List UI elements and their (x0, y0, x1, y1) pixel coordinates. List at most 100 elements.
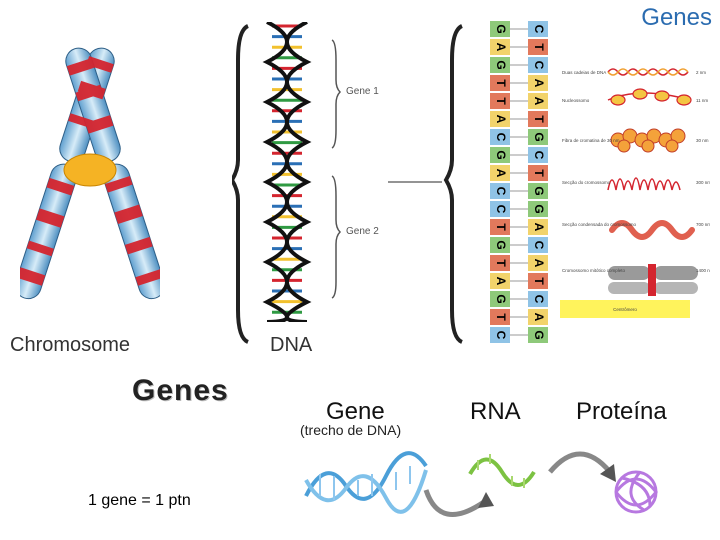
left-nucleotide (490, 327, 510, 343)
translation-arrow-icon (600, 464, 616, 482)
right-nucleotide-letter: T (532, 277, 546, 285)
dna-compaction-illustration: Duas cadeias de DNA 2 nm Nucleossomo 11 nm F… (560, 68, 710, 318)
chromosome-label: Chromosome (10, 334, 131, 356)
left-nucleotide (490, 165, 510, 181)
left-nucleotide-letter: C (494, 331, 508, 340)
compaction-note: Duas cadeias de DNA (562, 70, 606, 75)
right-nucleotide (528, 75, 548, 91)
right-nucleotide-letter: A (532, 97, 546, 106)
right-nucleotide (528, 255, 548, 271)
left-nucleotide-letter: T (494, 79, 508, 87)
gene1-label: Gene 1 (346, 86, 379, 97)
centromere-caption: Centrômero (613, 307, 637, 312)
compaction-note: Nucleossomo (562, 98, 590, 103)
right-nucleotide (528, 201, 548, 217)
left-nucleotide (490, 93, 510, 109)
left-nucleotide-letter: G (494, 24, 508, 33)
right-nucleotide (528, 57, 548, 73)
right-nucleotide (528, 219, 548, 235)
flow-rna: RNA (470, 398, 521, 425)
left-nucleotide-letter: T (494, 223, 508, 231)
right-nucleotide-letter: T (532, 43, 546, 51)
left-nucleotide-letter: G (494, 150, 508, 159)
left-nucleotide (490, 237, 510, 253)
gene-dna-icon (304, 451, 428, 514)
left-nucleotide-letter: A (494, 115, 508, 124)
right-nucleotide (528, 327, 548, 343)
left-nucleotide-letter: A (494, 169, 508, 178)
left-nucleotide (490, 39, 510, 55)
left-nucleotide-letter: C (494, 187, 508, 196)
dna-helix (262, 22, 312, 322)
left-nucleotide (490, 219, 510, 235)
compaction-size: 11 nm (696, 98, 708, 103)
gene-brackets (232, 24, 464, 344)
left-nucleotide-letter: T (494, 259, 508, 267)
left-nucleotide-letter: A (494, 43, 508, 52)
right-nucleotide (528, 165, 548, 181)
rna-strand-icon (468, 454, 536, 488)
genes-heading: Genes (132, 374, 229, 407)
right-nucleotide-letter: T (532, 169, 546, 177)
compaction-size: 2 nm (696, 70, 706, 75)
compaction-size: 1400 nm (696, 268, 710, 273)
compaction-size: 700 nm (696, 222, 710, 227)
right-nucleotide-letter: A (532, 79, 546, 88)
left-nucleotide-letter: G (494, 294, 508, 303)
left-nucleotide (490, 291, 510, 307)
right-nucleotide-letter: C (532, 151, 546, 160)
dna-label: DNA (270, 334, 313, 356)
right-nucleotide-letter: A (532, 259, 546, 268)
gene-subtitle: (trecho de DNA) (300, 422, 402, 438)
right-nucleotide-letter: A (532, 313, 546, 322)
right-nucleotide (528, 111, 548, 127)
right-nucleotide-letter: G (532, 132, 546, 141)
right-nucleotide-letter: G (532, 204, 546, 213)
left-nucleotide (490, 201, 510, 217)
left-nucleotide (490, 255, 510, 271)
right-nucleotide-letter: A (532, 223, 546, 232)
right-nucleotide (528, 129, 548, 145)
right-nucleotide-letter: C (532, 61, 546, 70)
right-nucleotide-letter: C (532, 241, 546, 250)
right-nucleotide-letter: G (532, 186, 546, 195)
gene-expression-flow (304, 451, 658, 517)
compaction-note: Secção condensada do cromossomo (562, 222, 637, 227)
flow-gene: Gene (326, 398, 385, 425)
right-nucleotide (528, 93, 548, 109)
compaction-size: 300 nm (696, 180, 710, 185)
gene2-label: Gene 2 (346, 226, 379, 237)
left-nucleotide-letter: C (494, 133, 508, 142)
left-nucleotide-letter: G (494, 60, 508, 69)
right-nucleotide-letter: C (532, 25, 546, 34)
right-nucleotide (528, 237, 548, 253)
left-nucleotide (490, 273, 510, 289)
right-nucleotide (528, 39, 548, 55)
right-nucleotide (528, 183, 548, 199)
left-nucleotide (490, 147, 510, 163)
protein-icon (614, 470, 658, 514)
slide-title: Genes (641, 4, 712, 31)
left-nucleotide-letter: T (494, 313, 508, 321)
right-nucleotide (528, 273, 548, 289)
right-nucleotide (528, 309, 548, 325)
gene-protein-equation: 1 gene = 1 ptn (88, 492, 191, 509)
right-nucleotide-letter: G (532, 330, 546, 339)
left-nucleotide-letter: G (494, 240, 508, 249)
right-nucleotide (528, 291, 548, 307)
left-nucleotide (490, 111, 510, 127)
right-nucleotide (528, 21, 548, 37)
left-nucleotide (490, 75, 510, 91)
chromosome-illustration (20, 47, 160, 300)
right-nucleotide-letter: T (532, 115, 546, 123)
left-nucleotide (490, 21, 510, 37)
left-nucleotide (490, 57, 510, 73)
transcription-arrow-icon (478, 492, 494, 508)
flow-protein: Proteína (576, 398, 667, 425)
left-nucleotide (490, 129, 510, 145)
compaction-note: Cromossomo mitótico completo (562, 268, 626, 273)
left-nucleotide (490, 309, 510, 325)
compaction-note: Fibra de cromatina de 30 nm (562, 138, 620, 143)
left-nucleotide (490, 183, 510, 199)
